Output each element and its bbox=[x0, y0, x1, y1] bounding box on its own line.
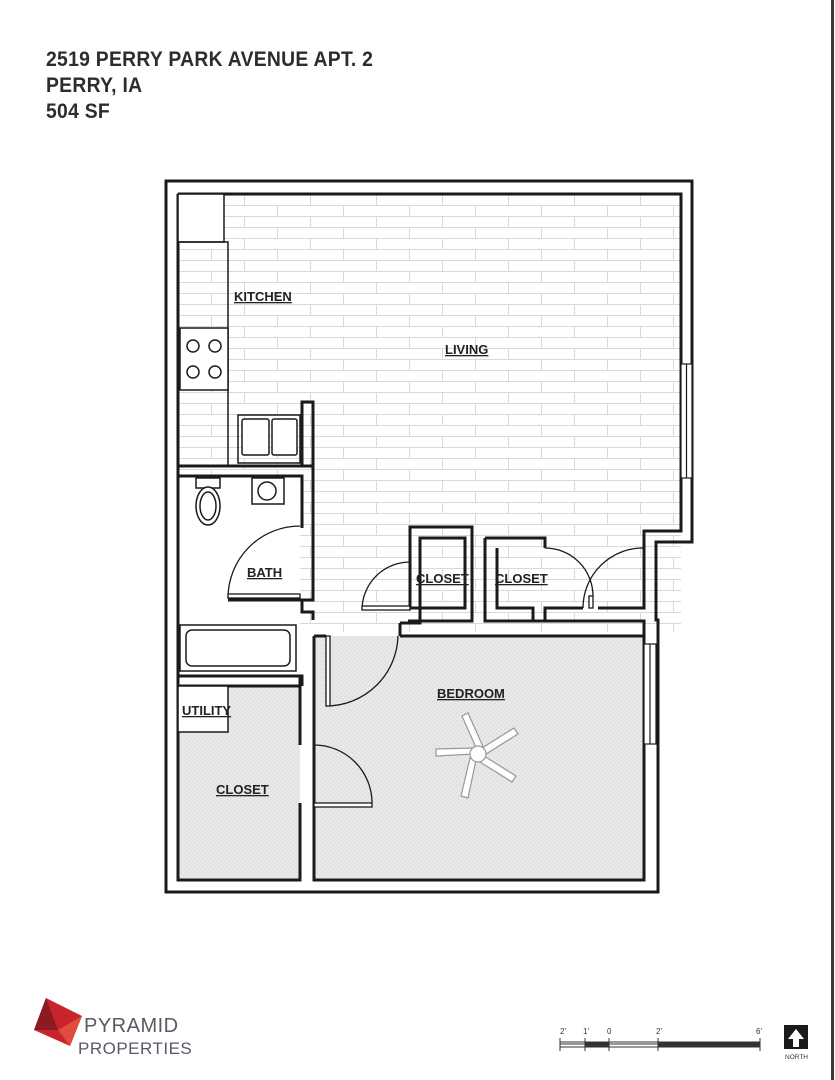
entry-door-swing bbox=[582, 547, 644, 609]
scale-tick-label: 6' bbox=[756, 1027, 762, 1036]
scale-bar: 2' 1' 0 2' 6' bbox=[559, 1027, 762, 1051]
square-footage: 504 SF bbox=[46, 99, 111, 123]
bath-door-swing bbox=[227, 525, 301, 599]
logo-wordmark-line2: PROPERTIES bbox=[78, 1039, 193, 1058]
closet-3-label: CLOSET bbox=[216, 782, 269, 797]
bath-top-wall bbox=[178, 474, 304, 528]
bath-label: BATH bbox=[247, 565, 282, 580]
stove-burner-icon bbox=[208, 339, 222, 353]
closet-area-floor bbox=[316, 540, 466, 632]
address-line-1: 2519 PERRY PARK AVENUE APT. 2 bbox=[46, 47, 374, 71]
stove-burner-icon bbox=[186, 365, 200, 379]
bath-sink-icon bbox=[257, 481, 277, 501]
closet-2-walls bbox=[483, 536, 547, 623]
logo-wordmark-line1: PYRAMID bbox=[84, 1015, 179, 1037]
kitchen-fixtures bbox=[177, 193, 301, 467]
north-arrow-icon: NORTH bbox=[784, 1025, 808, 1061]
utility-label: UTILITY bbox=[182, 703, 231, 718]
closet-1-walls bbox=[398, 525, 474, 636]
living-label: LIVING bbox=[445, 342, 488, 357]
bath-bottom-wall bbox=[178, 674, 304, 686]
page-edge-rule bbox=[831, 0, 834, 1080]
kitchen-bath-partition bbox=[178, 400, 315, 468]
windows bbox=[643, 363, 693, 745]
bedroom-label: BEDROOM bbox=[437, 686, 505, 701]
doors bbox=[227, 525, 644, 808]
stove-burner-icon bbox=[186, 339, 200, 353]
stove bbox=[179, 327, 229, 391]
bath-door-jamb bbox=[228, 598, 315, 620]
scale-tick-label: 2' bbox=[560, 1027, 566, 1036]
closet-1-inner bbox=[418, 536, 467, 610]
utility-box bbox=[177, 685, 229, 733]
closet-3-door-swing bbox=[313, 744, 373, 804]
room-labels: KITCHEN LIVING BATH CLOSET CLOSET UTILIT… bbox=[182, 289, 548, 797]
scale-tick-label: 0 bbox=[607, 1027, 612, 1036]
scale-tick-label: 1' bbox=[583, 1027, 589, 1036]
stove-burner-icon bbox=[208, 365, 222, 379]
bath-right-wall bbox=[302, 466, 315, 602]
outer-wall-outer bbox=[164, 179, 694, 894]
bath-fixtures bbox=[179, 477, 297, 672]
bedroom-door bbox=[325, 635, 331, 707]
kitchen-label: KITCHEN bbox=[234, 289, 292, 304]
sink-basin-icon bbox=[271, 418, 298, 456]
pyramid-logo-icon bbox=[34, 998, 82, 1046]
sink-counter bbox=[237, 414, 301, 464]
refrigerator bbox=[177, 193, 225, 243]
walls bbox=[164, 179, 694, 894]
address-line-2: PERRY, IA bbox=[46, 73, 143, 97]
listing-header: 2519 PERRY PARK AVENUE APT. 2 PERRY, IA … bbox=[46, 46, 373, 124]
scale-tick-label: 2' bbox=[656, 1027, 662, 1036]
ceiling-fan-icon bbox=[435, 712, 519, 799]
closet-1-label: CLOSET bbox=[416, 571, 469, 586]
closet-3-door bbox=[313, 802, 373, 808]
closet-2-door-swing bbox=[544, 547, 594, 597]
bath-door bbox=[227, 593, 301, 599]
bedroom-door-swing bbox=[325, 635, 399, 707]
closet-1-door-swing bbox=[361, 561, 411, 611]
sink-basin-icon bbox=[241, 418, 270, 456]
hall-wall bbox=[298, 636, 316, 803]
north-label: NORTH bbox=[785, 1054, 808, 1061]
closet-2-label: CLOSET bbox=[495, 571, 548, 586]
outer-wall-inner bbox=[178, 192, 683, 882]
closet-2-inner bbox=[495, 548, 535, 621]
